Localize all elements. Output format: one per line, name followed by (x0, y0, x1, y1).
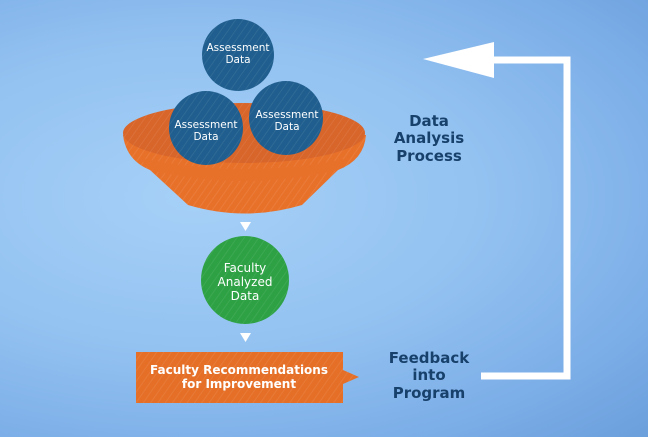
process-label-line: Process (396, 146, 462, 165)
arrowhead-left-icon (423, 42, 494, 78)
feedback-loop-arrow (423, 42, 571, 380)
ball-label-line: Data (274, 120, 300, 133)
process-label-line: Analysis (393, 129, 465, 148)
ball-label-line: Data (225, 53, 251, 66)
down-arrow-icon (240, 222, 251, 231)
feedback-label-line: into (412, 366, 446, 385)
ball-label-line: Assessment (174, 119, 238, 131)
analyzed-line: Analyzed (217, 274, 273, 289)
recommendations-line: Faculty Recommendations (150, 363, 328, 377)
ball-label-line: Assessment (206, 42, 270, 54)
feedback-label: Feedback into Program (369, 349, 489, 402)
process-label: Data Analysis Process (369, 112, 489, 165)
recommendations-line: for Improvement (181, 377, 297, 392)
ball-label-right: Assessment Data (247, 109, 327, 134)
feedback-label-line: Feedback (388, 349, 470, 367)
down-arrow-icon (240, 333, 251, 342)
analyzed-line: Faculty (223, 261, 267, 275)
recommendations-label: Faculty Recommendations for Improvement (139, 363, 339, 392)
faculty-analyzed-label: Faculty Analyzed Data (205, 261, 285, 303)
feedback-label-line: Program (392, 383, 466, 402)
ball-label-line: Assessment (255, 109, 319, 121)
analyzed-line: Data (230, 288, 260, 303)
bowl-front-lip (140, 158, 350, 181)
ball-label-left: Assessment Data (166, 119, 246, 144)
ball-label-top: Assessment Data (198, 42, 278, 67)
ball-label-line: Data (193, 130, 219, 143)
process-label-line: Data (409, 112, 449, 130)
